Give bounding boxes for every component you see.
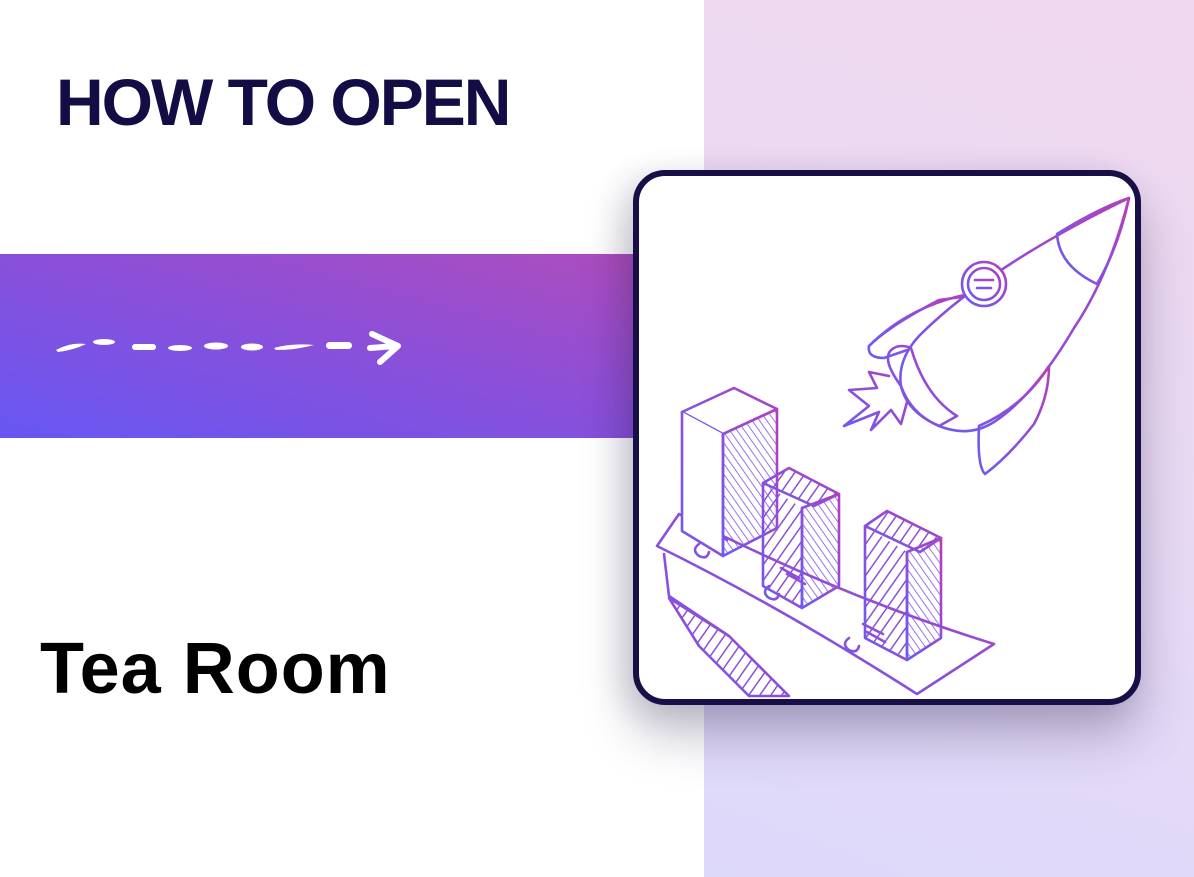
dashed-arrow-right-icon (56, 331, 401, 365)
rocket-icon (842, 196, 1131, 476)
page-title: HOW TO OPEN (56, 65, 511, 139)
illustration-card (633, 170, 1141, 705)
rocket-bar-chart-illustration (655, 196, 1131, 698)
gradient-band (0, 254, 640, 438)
bar-chart-icon (655, 386, 996, 698)
subtitle: Tea Room (40, 629, 391, 709)
